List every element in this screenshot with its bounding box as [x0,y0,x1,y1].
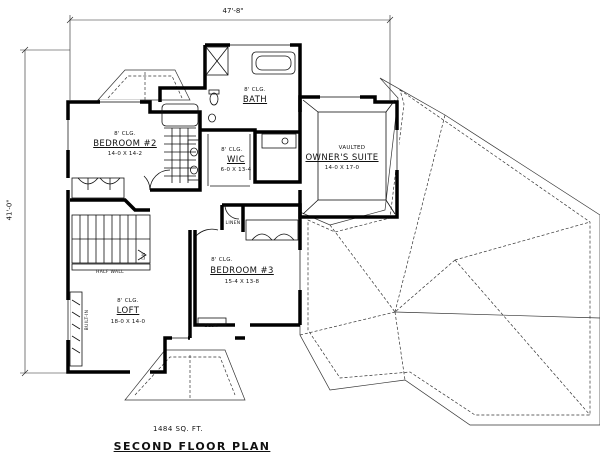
bedroom3-size: 15-4 X 13-8 [224,279,260,285]
wic-ceiling: 8' CLG. [221,147,243,153]
stair-down-label: DN [141,252,147,260]
wic-size: 6-0 X 13-4 [220,167,252,173]
desk-label: DESK [204,324,218,329]
bedroom2-size: 14-0 X 14-2 [107,151,143,157]
depth-dimension: 41'-0" [5,199,14,221]
owners-suite-name: OWNER'S SUITE [305,153,379,163]
window-panes [67,44,398,340]
bath-name: BATH [242,95,268,105]
plan-title: SECOND FLOOR PLAN [113,440,271,453]
square-footage: 1484 SQ. FT. [152,425,204,433]
bedroom2-name: BEDROOM #2 [93,139,157,149]
built-in-label: BUILT-IN [84,309,90,331]
bedroom3-ceiling: 8' CLG. [211,257,233,263]
width-dimension: 47'-8" [222,7,244,15]
wic-name: WIC [226,155,246,165]
dimension-lines [20,15,394,377]
owners-suite-ceiling: VAULTED [338,145,366,151]
loft-ceiling: 8' CLG. [117,298,139,304]
linen-label: LINEN [225,221,241,226]
bath-ceiling: 8' CLG. [244,87,266,93]
half-wall-label: HALF WALL [96,270,124,275]
owners-suite-size: 14-0 X 17-0 [324,165,360,171]
roof-lines [299,77,600,426]
loft-name: LOFT [116,306,140,316]
loft-size: 18-0 X 14-0 [110,319,146,325]
fixtures [69,46,396,367]
windows [65,42,400,341]
bedroom3-name: BEDROOM #3 [210,266,274,276]
bedroom2-ceiling: 8' CLG. [114,131,136,137]
